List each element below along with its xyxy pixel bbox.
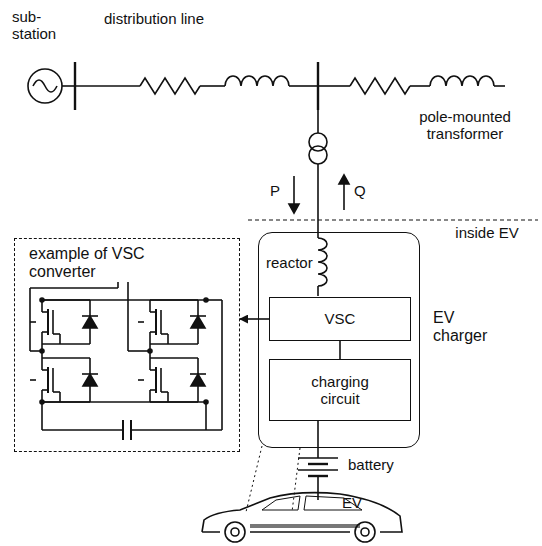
- connector: [240, 318, 269, 320]
- node-text: VSC: [325, 310, 356, 327]
- substation-label: sub- station: [12, 8, 68, 43]
- process-box: charging circuit: [269, 359, 411, 421]
- part-label: EV: [342, 494, 382, 511]
- line-label: distribution line: [104, 10, 294, 27]
- power-label: Q: [354, 182, 374, 199]
- power-label: P: [270, 182, 290, 199]
- node-text: example of VSC converter: [29, 245, 149, 282]
- part-label: reactor: [266, 254, 326, 271]
- region-label: inside EV: [452, 224, 522, 241]
- part-label: battery: [348, 456, 428, 473]
- process-box: VSC: [269, 297, 411, 341]
- node-text: EV charger: [433, 309, 503, 346]
- example-box: example of VSC converter: [14, 238, 240, 452]
- node-text: charging circuit: [300, 373, 380, 408]
- transformer-label: pole-mounted transformer: [400, 108, 530, 143]
- connector: [339, 341, 341, 359]
